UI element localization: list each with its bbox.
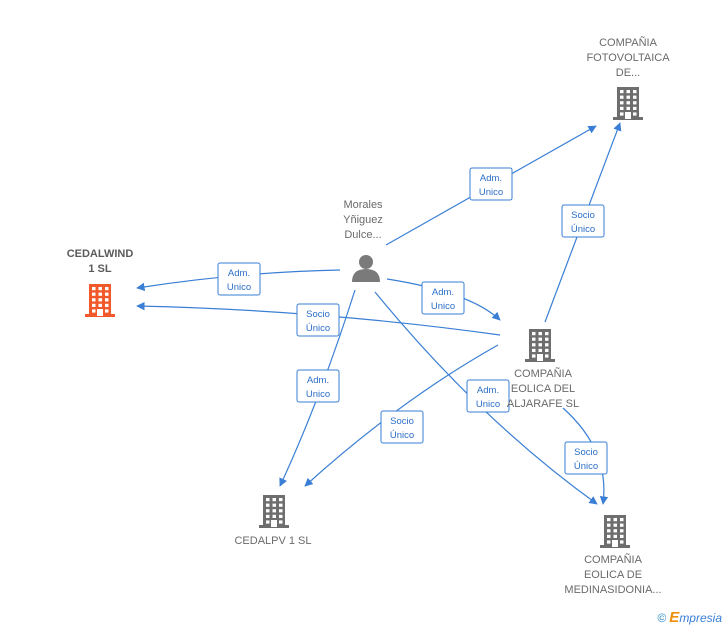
edge-label-text: Único xyxy=(574,461,598,472)
node-label: EOLICA DE xyxy=(584,569,642,581)
brand-name: mpresia xyxy=(679,611,722,625)
company-icon[interactable] xyxy=(525,329,555,362)
company-icon[interactable] xyxy=(613,87,643,120)
company-icon[interactable] xyxy=(259,495,289,528)
edge-label-text: Único xyxy=(571,224,595,235)
edge-label-text: Adm. xyxy=(480,173,502,184)
edge-person-to-fotovoltaica: Adm. Unico xyxy=(385,125,597,246)
edge-label-text: Unico xyxy=(431,301,455,312)
edge-label-text: Socio xyxy=(571,210,595,221)
brand-initial: E xyxy=(669,609,680,626)
edge-arrow xyxy=(304,344,499,487)
edge-label-box[interactable] xyxy=(561,204,605,238)
edge-label-box[interactable] xyxy=(421,281,465,315)
edge-label-text: Unico xyxy=(479,187,503,198)
edge-label[interactable]: Adm. Unico xyxy=(469,167,513,201)
copyright-icon: © xyxy=(657,611,667,625)
brand-watermark: ©Empresia xyxy=(657,609,722,626)
edge-label-text: Único xyxy=(390,430,414,441)
node-label: Yñiguez xyxy=(343,214,383,226)
node-label: 1 SL xyxy=(88,263,112,275)
edge-person-to-aljarafe: Adm. Unico xyxy=(386,278,501,321)
edge-label-text: Unico xyxy=(476,399,500,410)
edge-label-box[interactable] xyxy=(469,167,513,201)
node-cedalpv[interactable]: CEDALPV 1 SL xyxy=(234,495,312,547)
node-person[interactable]: MoralesYñiguezDulce... xyxy=(343,199,383,282)
node-label: CEDALPV 1 SL xyxy=(234,535,311,547)
edge-label-text: Adm. xyxy=(307,375,329,386)
person-icon[interactable] xyxy=(352,255,380,282)
edge-label-text: Adm. xyxy=(228,268,250,279)
edge-label-text: Socio xyxy=(390,416,414,427)
edge-label-box[interactable] xyxy=(564,441,608,475)
node-aljarafe[interactable]: COMPAÑIA EOLICA DEL ALJARAFE SL xyxy=(507,329,579,410)
node-label: EOLICA DEL xyxy=(511,383,575,395)
edge-label-box[interactable] xyxy=(380,410,424,444)
node-label: Dulce... xyxy=(344,229,381,241)
edge-label-text: Unico xyxy=(306,389,330,400)
edge-person-to-cedalpv: Adm. Unico xyxy=(279,289,356,487)
node-label: COMPAÑIA xyxy=(514,367,573,380)
node-label: FOTOVOLTAICA xyxy=(586,52,670,64)
edge-label-text: Único xyxy=(306,323,330,334)
edge-label-box[interactable] xyxy=(466,379,510,413)
edge-label[interactable]: Adm. Unico xyxy=(421,281,465,315)
edge-label-text: Socio xyxy=(574,447,598,458)
node-label: ALJARAFE SL xyxy=(507,398,579,410)
edge-label[interactable]: Adm. Unico xyxy=(296,369,340,403)
company-icon[interactable] xyxy=(600,515,630,548)
node-label: COMPAÑIA xyxy=(599,36,658,49)
node-label: MEDINASIDONIA... xyxy=(564,584,661,596)
focus-company-icon[interactable] xyxy=(85,284,115,317)
edge-person-to-cedalwind: Adm. Unico xyxy=(136,262,341,296)
node-cedalwind[interactable]: CEDALWIND 1 SL xyxy=(67,248,134,317)
edge-label-box[interactable] xyxy=(296,369,340,403)
node-fotovoltaica[interactable]: COMPAÑIA FOTOVOLTAICA DE... xyxy=(586,36,670,120)
node-label: CEDALWIND xyxy=(67,248,134,260)
edge-label-text: Unico xyxy=(227,282,251,293)
edge-label[interactable]: Adm. Unico xyxy=(217,262,261,296)
edge-label-text: Socio xyxy=(306,309,330,320)
node-label: Morales xyxy=(343,199,383,211)
node-label: DE... xyxy=(616,67,640,79)
edge-label-box[interactable] xyxy=(217,262,261,296)
edge-person-to-medinasidonia: Adm. Unico xyxy=(374,291,598,505)
edge-label-text: Adm. xyxy=(477,385,499,396)
edge-label[interactable]: Adm. Unico xyxy=(466,379,510,413)
edge-label-text: Adm. xyxy=(432,287,454,298)
node-label: COMPAÑIA xyxy=(584,553,643,566)
edge-label-box[interactable] xyxy=(296,303,340,337)
node-medinasidonia[interactable]: COMPAÑIA EOLICA DE MEDINASIDONIA... xyxy=(564,515,662,596)
